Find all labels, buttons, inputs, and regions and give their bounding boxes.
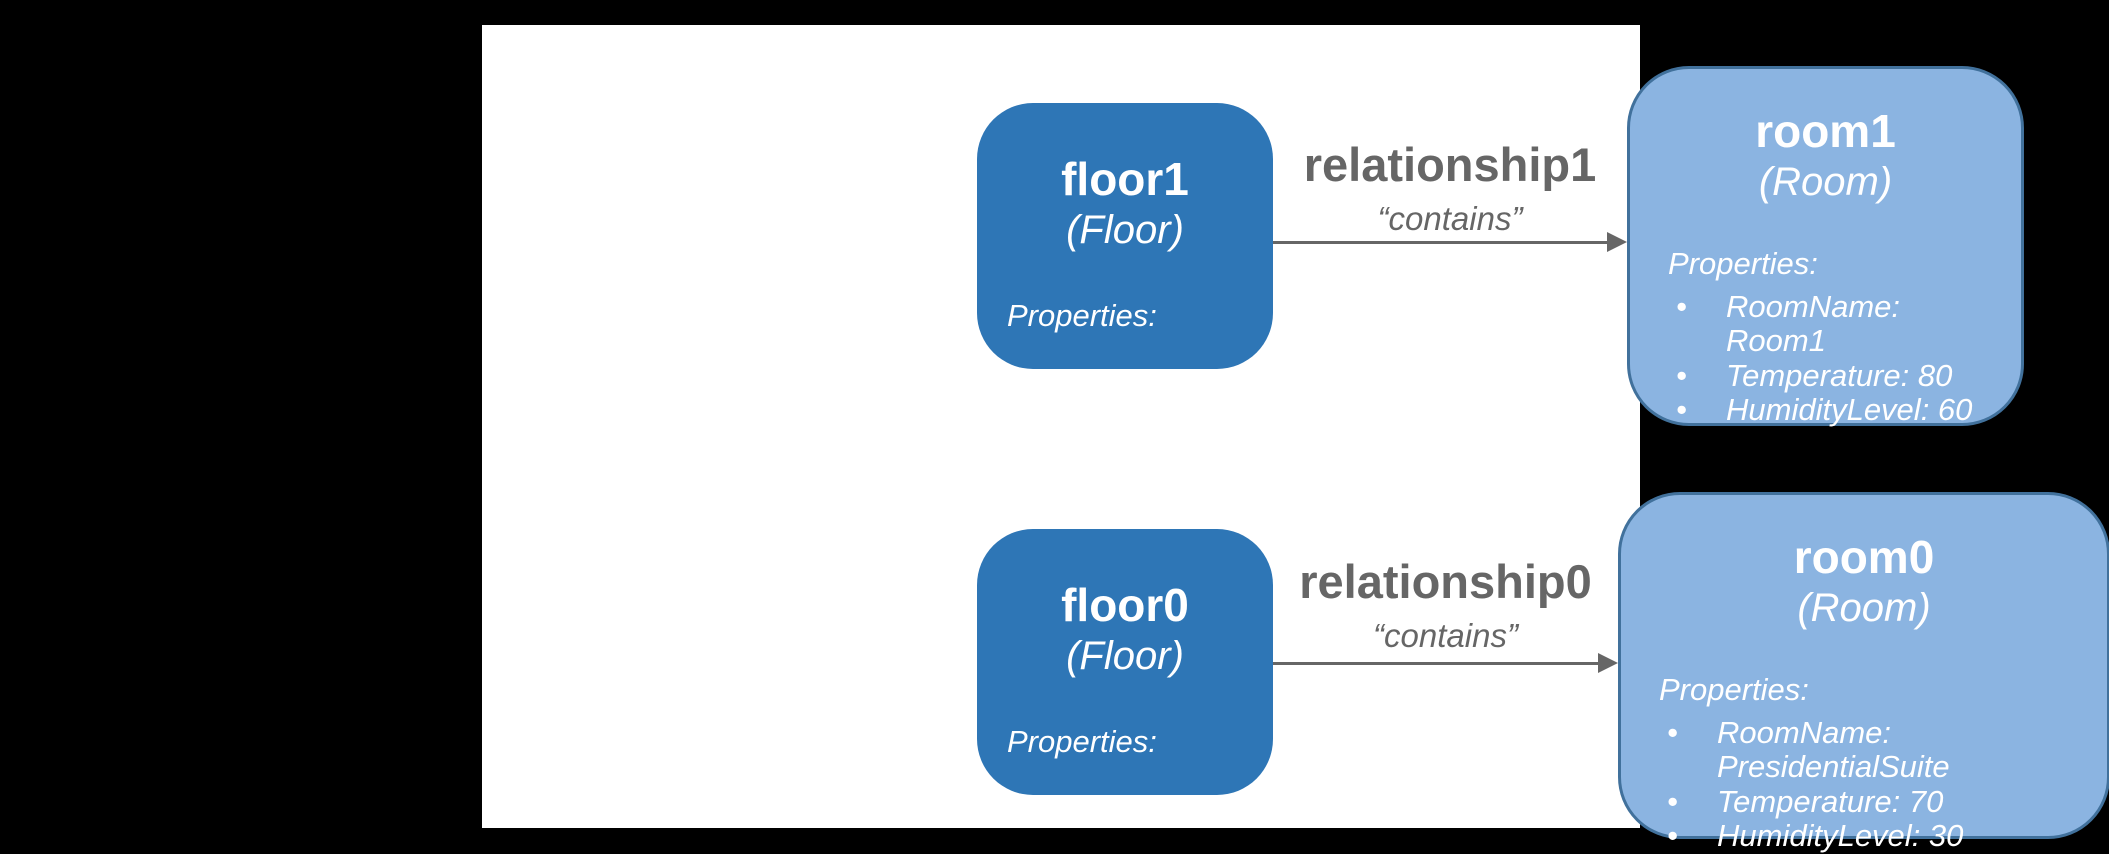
diagram-panel: floor1 (Floor) Properties: relationship1…	[482, 25, 2109, 853]
relationship0-labels: relationship0 “contains”	[1273, 555, 1618, 655]
relationship0-arrow	[1273, 653, 1618, 673]
property-item: Temperature: 80	[1668, 358, 2007, 394]
arrow-head-icon	[1598, 653, 1618, 673]
properties-list: RoomName: PresidentialSuite Temperature:…	[1659, 715, 2093, 854]
relationship1-arrow	[1273, 232, 1627, 252]
relationship1-labels: relationship1 “contains”	[1273, 138, 1627, 238]
twin-model: (Floor)	[1066, 207, 1184, 252]
relationship-type-label: “contains”	[1373, 617, 1518, 655]
twin-model: (Floor)	[1066, 633, 1184, 678]
properties-label: Properties:	[1659, 671, 1809, 707]
twin-model: (Room)	[1797, 585, 1931, 630]
twin-node-floor1: floor1 (Floor) Properties:	[977, 103, 1273, 369]
properties-list: RoomName: Room1 Temperature: 80 Humidity…	[1668, 289, 2007, 428]
properties-label: Properties:	[1668, 245, 1818, 281]
arrow-line	[1273, 661, 1602, 665]
properties-label: Properties:	[1007, 723, 1157, 759]
arrow-line	[1273, 240, 1611, 244]
relationship-name: relationship0	[1299, 555, 1592, 608]
twin-node-room1: room1 (Room) Properties: RoomName: Room1…	[1627, 66, 2024, 428]
property-item: HumidityLevel: 30	[1659, 819, 2093, 854]
twin-model: (Room)	[1758, 159, 1893, 204]
twin-name: floor1	[1061, 153, 1189, 205]
property-item: HumidityLevel: 60	[1668, 393, 2007, 428]
property-item: Temperature: 70	[1659, 784, 2093, 820]
twin-node-floor0: floor0 (Floor) Properties:	[977, 529, 1273, 795]
twin-name: room0	[1793, 531, 1935, 583]
twin-name: floor0	[1061, 579, 1189, 631]
relationship-type-label: “contains”	[1377, 200, 1523, 238]
property-item: RoomName: Room1	[1668, 289, 2007, 359]
twin-node-room0: room0 (Room) Properties: RoomName: Presi…	[1618, 492, 2109, 853]
property-item: RoomName: PresidentialSuite	[1659, 715, 2093, 785]
twin-name: room1	[1755, 105, 1896, 157]
arrow-head-icon	[1607, 232, 1627, 252]
relationship-name: relationship1	[1303, 138, 1597, 191]
digital-twins-diagram: floor1 (Floor) Properties: relationship1…	[0, 0, 2109, 828]
properties-label: Properties:	[1007, 297, 1157, 333]
